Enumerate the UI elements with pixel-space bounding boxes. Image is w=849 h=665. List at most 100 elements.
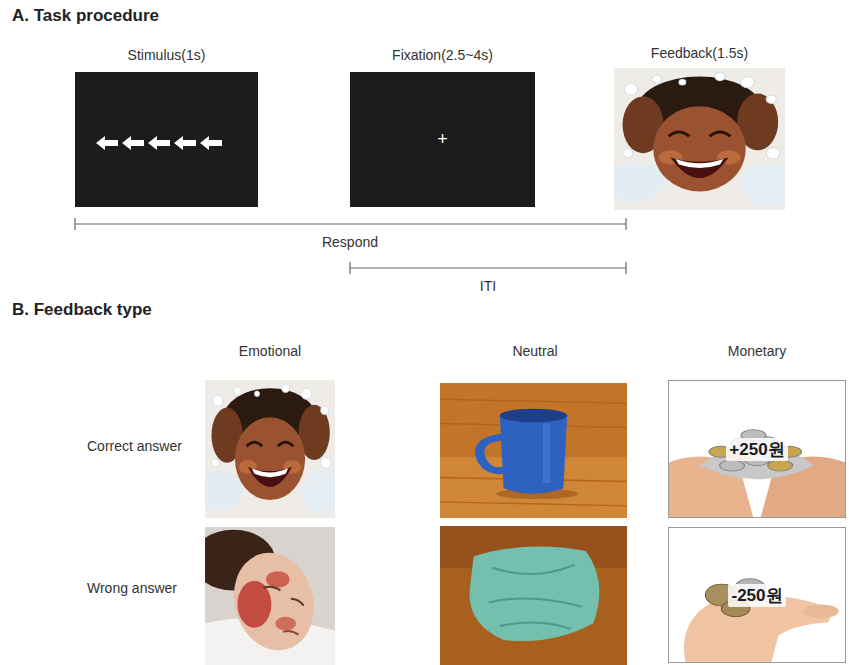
happy-face-photo — [604, 68, 796, 210]
timeline-label: Respond — [320, 234, 380, 250]
flanker-arrows — [96, 136, 222, 150]
fixation-cross: + — [437, 129, 448, 150]
coins-photo — [668, 380, 846, 518]
cup-photo — [500, 415, 567, 493]
feedback-panel: Feedback(1.5s) — [614, 38, 785, 210]
label-holder: A. Task procedure — [10, 6, 161, 26]
towel-photo — [489, 598, 583, 606]
injured-face-photo — [266, 571, 289, 588]
stimulus-panel: Stimulus(1s) — [75, 38, 258, 207]
label-holder: Monetary — [726, 343, 788, 359]
coin-photo — [668, 527, 846, 663]
monetary-amount: -250원 — [728, 584, 785, 607]
arrow-head — [96, 136, 105, 150]
cup-photo — [543, 424, 550, 483]
happy-face-photo — [282, 384, 290, 392]
panel-body: +250원 — [668, 380, 846, 518]
happy-face-photo — [234, 387, 242, 395]
cup-photo — [440, 399, 627, 403]
towel-photo — [492, 565, 574, 574]
arrow-shaft — [130, 140, 144, 146]
column-header: Neutral — [510, 343, 559, 359]
happy-face-photo — [254, 391, 259, 397]
coin-photo — [668, 527, 846, 663]
label-holder: Wrong answer — [85, 580, 179, 596]
stimulus-screen — [75, 72, 258, 207]
injured-face-photo — [192, 527, 335, 665]
column-header: Emotional — [237, 343, 303, 359]
iti-timeline — [625, 262, 626, 274]
happy-face-photo — [653, 106, 745, 191]
towel-photo — [440, 526, 627, 665]
coins-photo — [768, 460, 793, 471]
happy-face-photo — [213, 395, 223, 406]
respond-timeline — [74, 218, 75, 230]
cup-photo — [440, 383, 627, 518]
coins-photo — [668, 380, 846, 518]
cup-photo — [440, 383, 627, 518]
injured-face-photo — [283, 631, 299, 635]
respond-timeline — [625, 218, 626, 230]
coin-photo — [803, 605, 839, 619]
arrow-shaft — [182, 140, 196, 146]
fixation-panel: Fixation(2.5~4s) + — [350, 38, 535, 207]
column-header: Monetary — [726, 343, 788, 359]
towel-photo — [440, 526, 627, 665]
panel-heading: Feedback(1.5s) — [651, 45, 748, 61]
respond-timeline — [75, 223, 626, 224]
arrow-head — [200, 136, 209, 150]
happy-face-photo — [235, 417, 305, 500]
arrow-shaft — [208, 140, 222, 146]
panel-body — [614, 68, 785, 210]
panel-heading-row: Fixation(2.5~4s) — [350, 38, 535, 72]
fixation-screen — [350, 72, 535, 207]
image-border — [669, 381, 846, 518]
happy-face-photo — [679, 79, 686, 85]
panel-heading-row: Stimulus(1s) — [75, 38, 258, 72]
iti-timeline — [350, 267, 626, 268]
happy-face-photo — [248, 467, 292, 487]
injured-face-photo — [291, 599, 304, 606]
panel-body: -250원 — [668, 527, 846, 663]
happy-face-photo — [205, 471, 244, 510]
happy-face-photo — [247, 442, 263, 446]
iti-timeline — [349, 262, 350, 274]
label-holder: ITI — [478, 278, 498, 294]
towel-photo — [470, 547, 600, 642]
happy-face-photo — [652, 75, 662, 84]
arrow-head — [122, 136, 131, 150]
happy-face-photo — [741, 162, 785, 207]
section-heading: B. Feedback type — [10, 300, 154, 320]
arrow-shaft — [156, 140, 170, 146]
happy-face-photo — [321, 457, 331, 468]
coins-photo — [720, 460, 745, 471]
panel-body — [75, 72, 258, 207]
injured-face-photo — [205, 527, 335, 665]
coin-photo — [668, 527, 846, 663]
label-holder: Emotional — [237, 343, 303, 359]
happy-face-photo — [205, 380, 335, 518]
happy-face-photo — [212, 459, 220, 467]
coins-photo — [668, 380, 846, 518]
happy-face-photo — [715, 72, 725, 81]
coin-photo — [668, 527, 846, 663]
happy-face-photo — [741, 77, 755, 88]
coins-photo — [668, 380, 846, 518]
row-header: Correct answer — [85, 438, 184, 454]
iti-timeline — [350, 262, 626, 274]
cup-photo — [440, 383, 627, 518]
towel-photo — [440, 526, 627, 665]
happy-face-photo — [252, 468, 288, 477]
happy-face-photo — [710, 132, 731, 136]
happy-face-photo — [614, 68, 785, 210]
panel-heading-row: Feedback(1.5s) — [614, 38, 785, 68]
happy-face-photo — [624, 84, 638, 95]
happy-face-photo — [766, 95, 776, 104]
happy-face-photo — [197, 380, 343, 518]
arrow-head — [148, 136, 157, 150]
happy-face-photo — [766, 148, 780, 159]
image-border — [669, 528, 846, 663]
happy-face-photo — [669, 132, 690, 136]
happy-face-photo — [278, 442, 294, 446]
monetary-image: -250원 — [668, 527, 846, 663]
